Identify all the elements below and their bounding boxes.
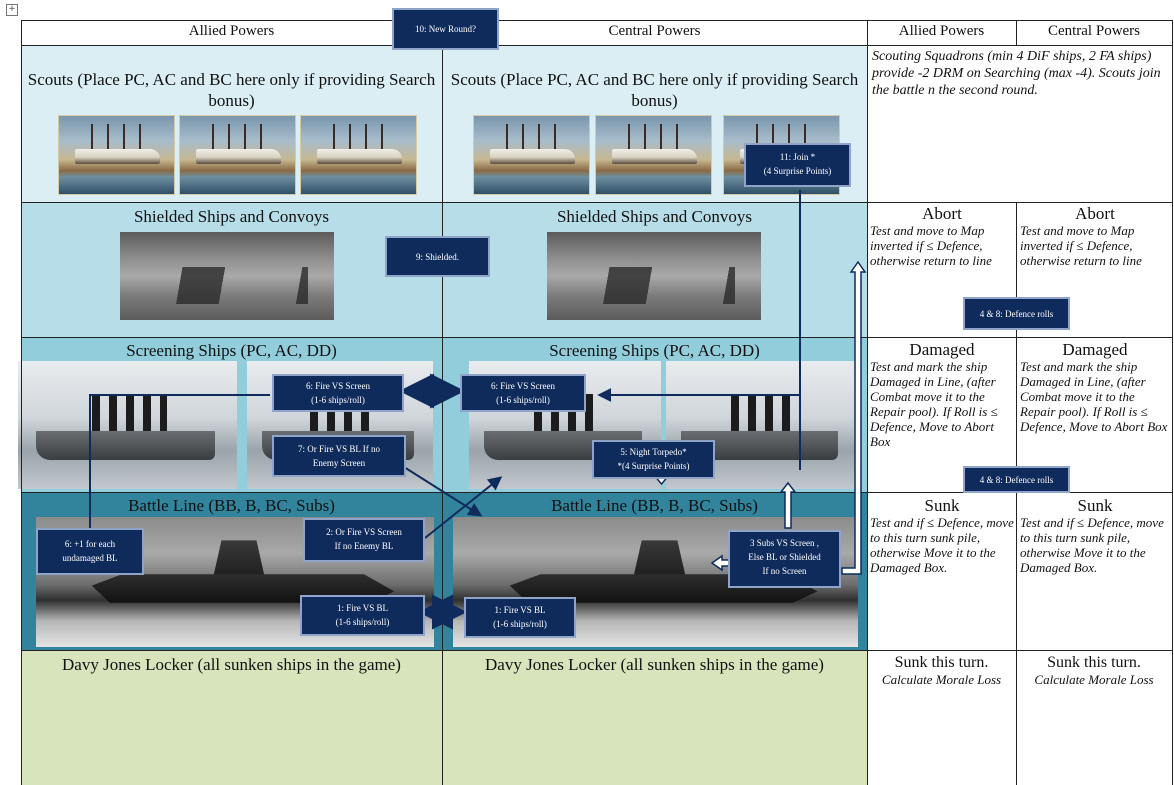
- table-border-left: [21, 20, 22, 785]
- damaged-rule: Test and mark the ship Damaged in Line, …: [870, 359, 998, 449]
- scout-ship-image: [58, 115, 175, 195]
- sunk-turn-cell-central: Sunk this turn. Calculate Morale Loss: [1016, 654, 1172, 687]
- table-rule: [21, 45, 1172, 46]
- sunk-turn-title: Sunk this turn.: [894, 654, 989, 671]
- column-divider: [867, 20, 868, 785]
- damaged-title: Damaged: [909, 340, 975, 359]
- fire-vs-bl-box-central: 1: Fire VS BL(1-6 ships/roll): [464, 597, 576, 638]
- table-border-top: [21, 20, 1172, 21]
- screening-title-central: Screening Ships (PC, AC, DD): [549, 341, 760, 360]
- sunk-rule: Test and if ≤ Defence, move to this turn…: [1020, 515, 1164, 575]
- sunk-turn-title: Sunk this turn.: [1047, 654, 1141, 671]
- abort-title: Abort: [1075, 204, 1115, 223]
- fire-vs-screen-box-allied: 6: Fire VS Screen(1-6 ships/roll): [272, 374, 404, 412]
- sunk-cell-central: Sunk Test and if ≤ Defence, move to this…: [1020, 496, 1170, 576]
- header-central: Central Powers: [608, 23, 701, 39]
- fire-vs-screen-box-central: 6: Fire VS Screen(1-6 ships/roll): [460, 374, 586, 412]
- column-divider: [442, 20, 443, 785]
- table-rule: [21, 650, 1172, 651]
- abort-cell-allied: Abort Test and move to Map inverted if ≤…: [870, 204, 1014, 269]
- shielded-box: 9: Shielded.: [385, 236, 490, 277]
- column-divider: [1016, 202, 1017, 785]
- scout-ship-image: [179, 115, 296, 195]
- table-border-right: [1172, 20, 1173, 785]
- sunk-turn-cell-allied: Sunk this turn. Calculate Morale Loss: [867, 654, 1016, 687]
- abort-title: Abort: [922, 204, 962, 223]
- defence-rolls-box-top: 4 & 8: Defence rolls: [963, 297, 1070, 330]
- scouts-cell-central: Scouts (Place PC, AC and BC here only if…: [442, 45, 867, 202]
- shielded-title-allied: Shielded Ships and Convoys: [133, 207, 330, 226]
- scouts-cell-allied: Scouts (Place PC, AC and BC here only if…: [21, 45, 442, 202]
- sunk-title: Sunk: [1077, 496, 1113, 515]
- damaged-cell-central: Damaged Test and mark the ship Damaged i…: [1020, 340, 1170, 435]
- table-rule: [21, 337, 1172, 338]
- sunk-title: Sunk: [924, 496, 960, 515]
- locker-title-allied: Davy Jones Locker (all sunken ships in t…: [62, 655, 401, 674]
- abort-rule: Test and move to Map inverted if ≤ Defen…: [870, 223, 992, 268]
- new-round-box: 10: New Round?: [392, 8, 499, 50]
- column-divider: [1016, 20, 1017, 45]
- battle-line-title-central: Battle Line (BB, B, BC, Subs): [551, 496, 758, 515]
- header-central-rules: Central Powers: [1047, 23, 1141, 39]
- defence-rolls-box-bottom: 4 & 8: Defence rolls: [963, 466, 1070, 493]
- sunk-rule: Test and if ≤ Defence, move to this turn…: [870, 515, 1014, 575]
- scout-ship-image: [300, 115, 417, 195]
- damaged-rule: Test and mark the ship Damaged in Line, …: [1020, 359, 1168, 434]
- convoy-image: [547, 232, 761, 320]
- table-rule: [21, 202, 1172, 203]
- abort-cell-central: Abort Test and move to Map inverted if ≤…: [1020, 204, 1170, 269]
- sunk-turn-rule: Calculate Morale Loss: [881, 672, 1002, 687]
- abort-rule: Test and move to Map inverted if ≤ Defen…: [1020, 223, 1142, 268]
- header-allied-rules: Allied Powers: [898, 23, 985, 39]
- convoy-image: [120, 232, 334, 320]
- shielded-title-central: Shielded Ships and Convoys: [556, 207, 753, 226]
- header-allied: Allied Powers: [188, 23, 275, 39]
- damaged-cell-allied: Damaged Test and mark the ship Damaged i…: [870, 340, 1014, 450]
- locker-row-bg: [21, 650, 867, 785]
- scout-ship-image: [595, 115, 712, 195]
- scouts-title-central: Scouts (Place PC, AC and BC here only if…: [450, 70, 859, 110]
- table-rule: [21, 492, 1172, 493]
- battle-line-title-allied: Battle Line (BB, B, BC, Subs): [128, 496, 335, 515]
- sunk-turn-rule: Calculate Morale Loss: [1034, 672, 1154, 687]
- scouts-rule: Scouting Squadrons (min 4 DiF ships, 2 F…: [872, 49, 1161, 98]
- fire-vs-bl-box-allied: 1: Fire VS BL(1-6 ships/roll): [300, 595, 425, 636]
- table-move-handle-icon[interactable]: +: [6, 4, 18, 16]
- night-torpedo-box: 5: Night Torpedo**(4 Surprise Points): [592, 440, 715, 479]
- locker-title-central: Davy Jones Locker (all sunken ships in t…: [485, 655, 824, 674]
- screening-title-allied: Screening Ships (PC, AC, DD): [126, 341, 337, 360]
- damaged-title: Damaged: [1062, 340, 1128, 359]
- scout-ship-image: [473, 115, 590, 195]
- sunk-cell-allied: Sunk Test and if ≤ Defence, move to this…: [870, 496, 1014, 576]
- screen-ship-image: [18, 361, 237, 489]
- join-box: 11: Join *(4 Surprise Points): [744, 143, 851, 187]
- scouts-title-allied: Scouts (Place PC, AC and BC here only if…: [27, 70, 436, 110]
